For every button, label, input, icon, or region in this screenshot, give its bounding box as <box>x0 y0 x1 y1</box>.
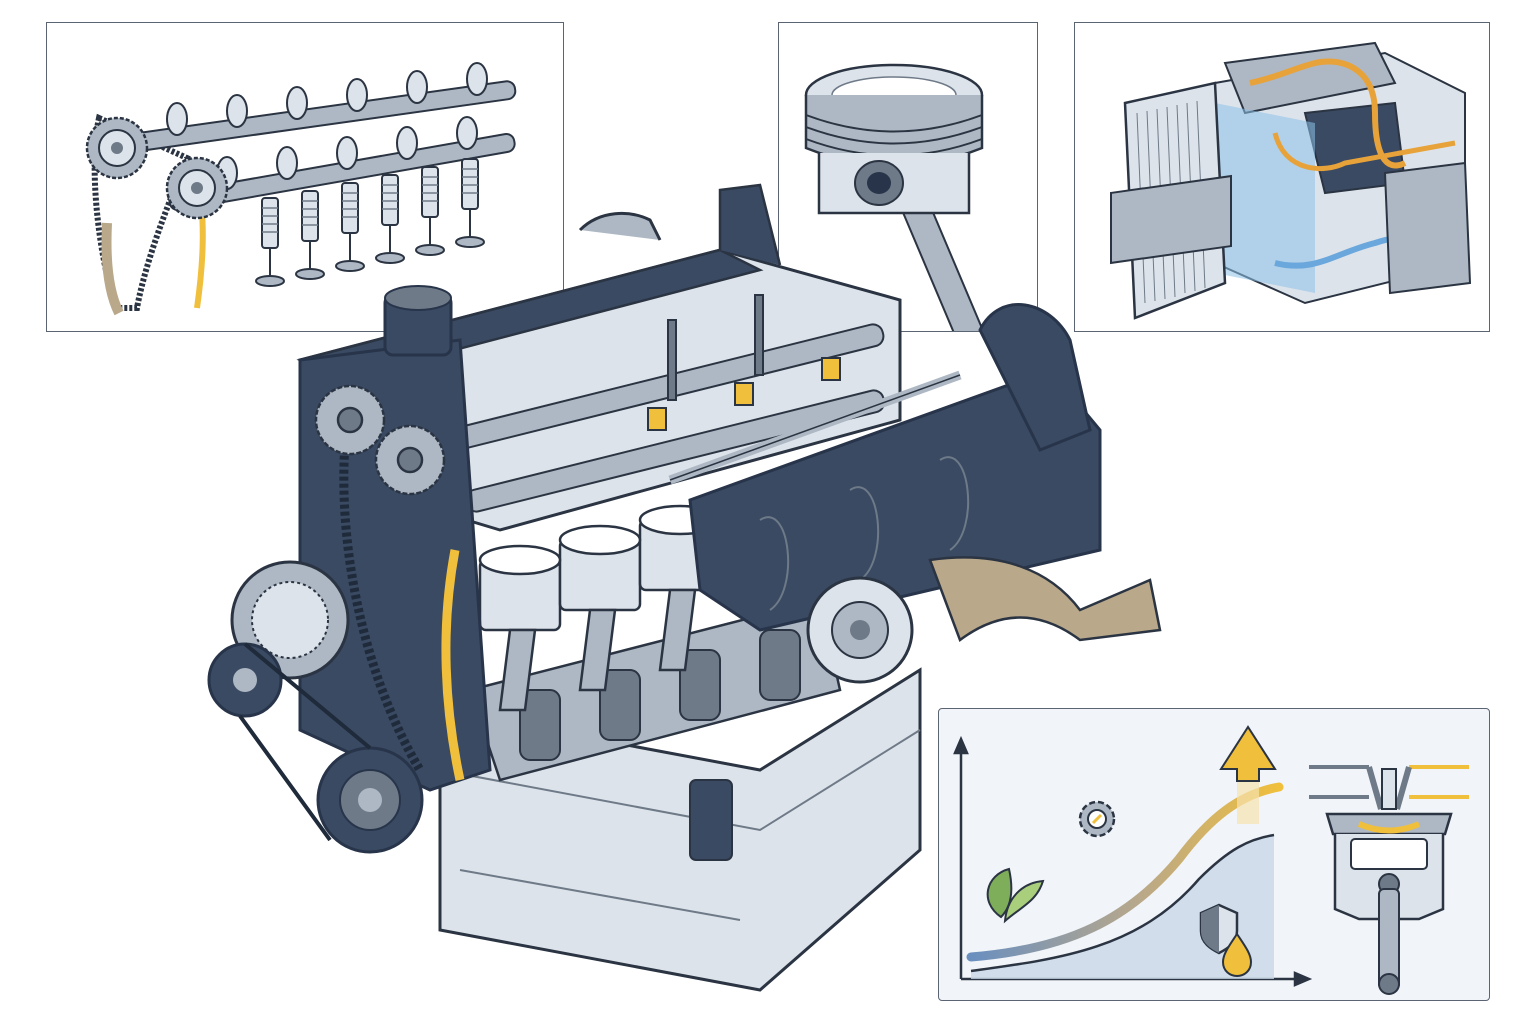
up-arrow-icon <box>1219 725 1277 824</box>
valvetrain-inset <box>46 22 564 332</box>
coolant-flow <box>1215 58 1466 293</box>
timing-chain <box>91 113 191 311</box>
cooling-illustration <box>1110 41 1472 320</box>
performance-graph <box>953 725 1469 995</box>
cam-sprocket-intake <box>85 116 149 180</box>
chain-guide-main <box>441 549 465 781</box>
oil-filler-cap <box>383 285 453 357</box>
camshaft-intake <box>117 62 517 154</box>
throttle-body <box>978 303 1092 452</box>
performance-inset <box>938 708 1490 1001</box>
cooling-system-inset <box>1074 22 1490 332</box>
efficiency-curve <box>970 833 1275 973</box>
turbocharger <box>806 556 1162 684</box>
cylinder-cross-section <box>1309 765 1469 995</box>
piston-inset <box>778 22 1038 332</box>
breather-hose <box>578 211 662 241</box>
gear-icon <box>1078 800 1116 838</box>
oil-filter <box>689 779 733 861</box>
valvetrain-illustration <box>85 62 517 316</box>
accessory-pulley <box>207 642 283 718</box>
fuel-injectors <box>647 294 841 431</box>
crank-pulley <box>316 746 424 854</box>
cam-sprocket-exhaust <box>165 156 229 220</box>
crankshaft <box>468 598 842 782</box>
serpentine-belt <box>238 642 372 842</box>
exhaust-downpipe <box>928 556 1162 643</box>
chain-tensioner <box>101 222 124 316</box>
oil-drop-icon <box>1221 932 1253 978</box>
radiator <box>1110 81 1232 320</box>
leaf-icon <box>986 867 1045 924</box>
valves <box>255 158 485 287</box>
engine-illustration <box>207 183 1162 992</box>
engine-cutaway <box>200 170 1180 1030</box>
intercooler <box>1383 161 1472 295</box>
cam-sprockets-main <box>314 384 446 496</box>
piston <box>804 63 984 215</box>
piston-illustration <box>804 63 985 331</box>
curve-area <box>971 835 1274 979</box>
